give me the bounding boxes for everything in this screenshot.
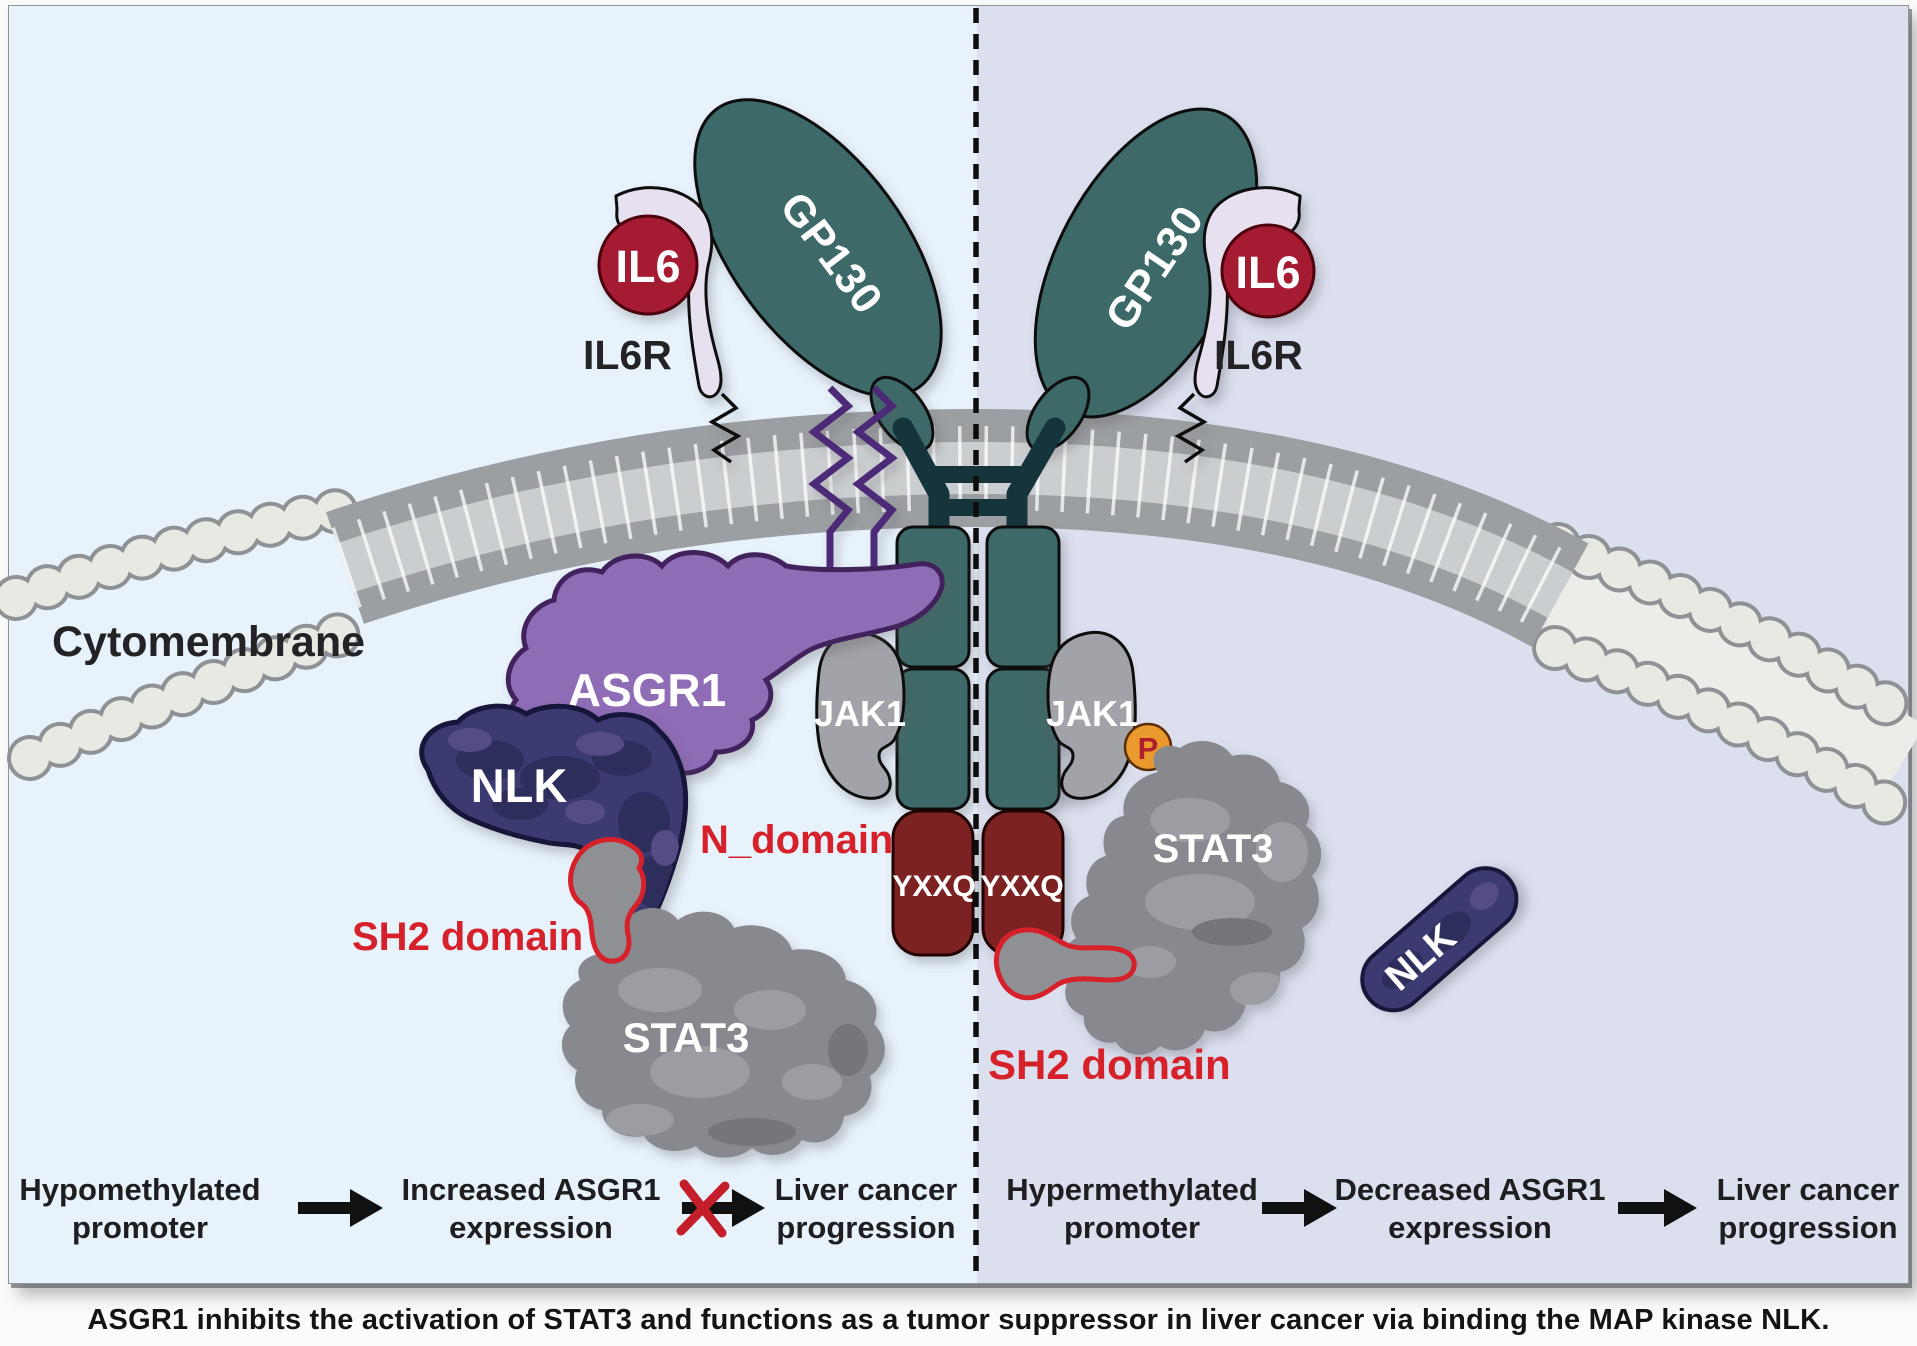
stat3-left-texture [606,968,868,1146]
jak1-right-shape [1046,630,1137,800]
gp130-left-shape [693,98,943,398]
blocked-x-icon [676,1179,730,1238]
sh2-domain-left-label: SH2 domain [352,915,583,959]
flow-right-step1-line2: promoter [1064,1210,1200,1245]
flow-left-arrow-1 [298,1189,383,1227]
il6r-left-label: IL6R [583,332,672,378]
jak1-left-group [815,630,906,800]
jak1-left-label: JAK1 [814,693,906,734]
sh2-domain-left-shape [568,836,647,964]
il6r-left-anchor-squiggle [708,392,742,464]
membrane-right-edge-heads-top [1539,526,1917,731]
receptor-box-left-lower [895,667,971,811]
nlk-left-texture [448,728,679,908]
membrane-band-lipid-ticks [331,425,1581,632]
yxxq-right-label: YXXQ [980,870,1063,903]
il6r-right-anchor-squiggle [1174,392,1208,464]
flow-left-arrow-2-blocked [676,1179,765,1238]
jak1-right-label: JAK1 [1046,693,1138,734]
receptor-box-right-upper [985,525,1061,669]
membrane-right-edge-tails [1540,554,1917,801]
flow-right-step3-line2: progression [1718,1210,1897,1245]
jak1-left-shape [815,630,906,800]
receptor-crossbar-upper [929,466,1027,483]
flow-left-step1-line2: promoter [72,1210,208,1245]
nlk-left-label: NLK [471,759,568,812]
yxxq-motif-left [891,809,975,957]
flow-right-step2-line2: expression [1388,1210,1552,1245]
flow-right-arrow-2 [1618,1189,1697,1227]
flow-left-step2-line2: expression [449,1210,613,1245]
stat3-left-group [561,908,885,1158]
yxxq-left-label: YXXQ [892,870,975,903]
asgr1-label: ASGR1 [568,664,726,716]
figure-caption: ASGR1 inhibits the activation of STAT3 a… [0,1297,1917,1343]
stat3-right-label: STAT3 [1153,827,1274,871]
il6-left-shape [597,214,699,316]
asgr1-anchor-zigzag-1 [808,385,854,572]
flow-right-step3-line1: Liver cancer [1717,1172,1900,1207]
phospho-label: P [1138,731,1159,766]
flow-left-step3-line2: progression [776,1210,955,1245]
flow-right-arrow-1 [1262,1189,1337,1227]
membrane-left-edge-heads-bottom [11,609,377,777]
jak1-right-group [1046,630,1137,800]
figure-caption-text: ASGR1 inhibits the activation of STAT3 a… [87,1303,1830,1336]
il6-right-label: IL6 [1235,247,1300,298]
flow-left-step3-line1: Liver cancer [775,1172,958,1207]
flow-right: Hypermethylated promoter Decreased ASGR1… [1006,1172,1899,1245]
flow-right-step2-line1: Decreased ASGR1 [1334,1172,1605,1207]
il6r-right-label: IL6R [1214,332,1303,378]
sh2-domain-right-label: SH2 domain [988,1041,1231,1088]
il6-left-label: IL6 [615,241,680,292]
sh2-domain-right-shape [994,927,1137,1001]
cytomembrane-label: Cytomembrane [52,618,365,666]
n-domain-label: N_domain [700,818,893,862]
il6-receptor-complex-left [597,98,943,464]
flow-left: Hypomethylated promoter Increased ASGR1 … [19,1172,957,1245]
flow-left-step2-line1: Increased ASGR1 [401,1172,660,1207]
il6-receptor-complex-right [1025,107,1316,464]
il6-right-shape [1220,223,1316,319]
stat3-left-label: STAT3 [623,1014,750,1061]
asgr1-anchor-zigzag-2 [852,385,898,572]
membrane-right-edge-heads-bottom [1536,629,1917,834]
flow-left-step1-line1: Hypomethylated [19,1172,260,1207]
flow-right-step1-line1: Hypermethylated [1006,1172,1258,1207]
nlk-right-group: NLK [1360,866,1519,1013]
membrane-left-edge-heads-top [0,489,371,617]
